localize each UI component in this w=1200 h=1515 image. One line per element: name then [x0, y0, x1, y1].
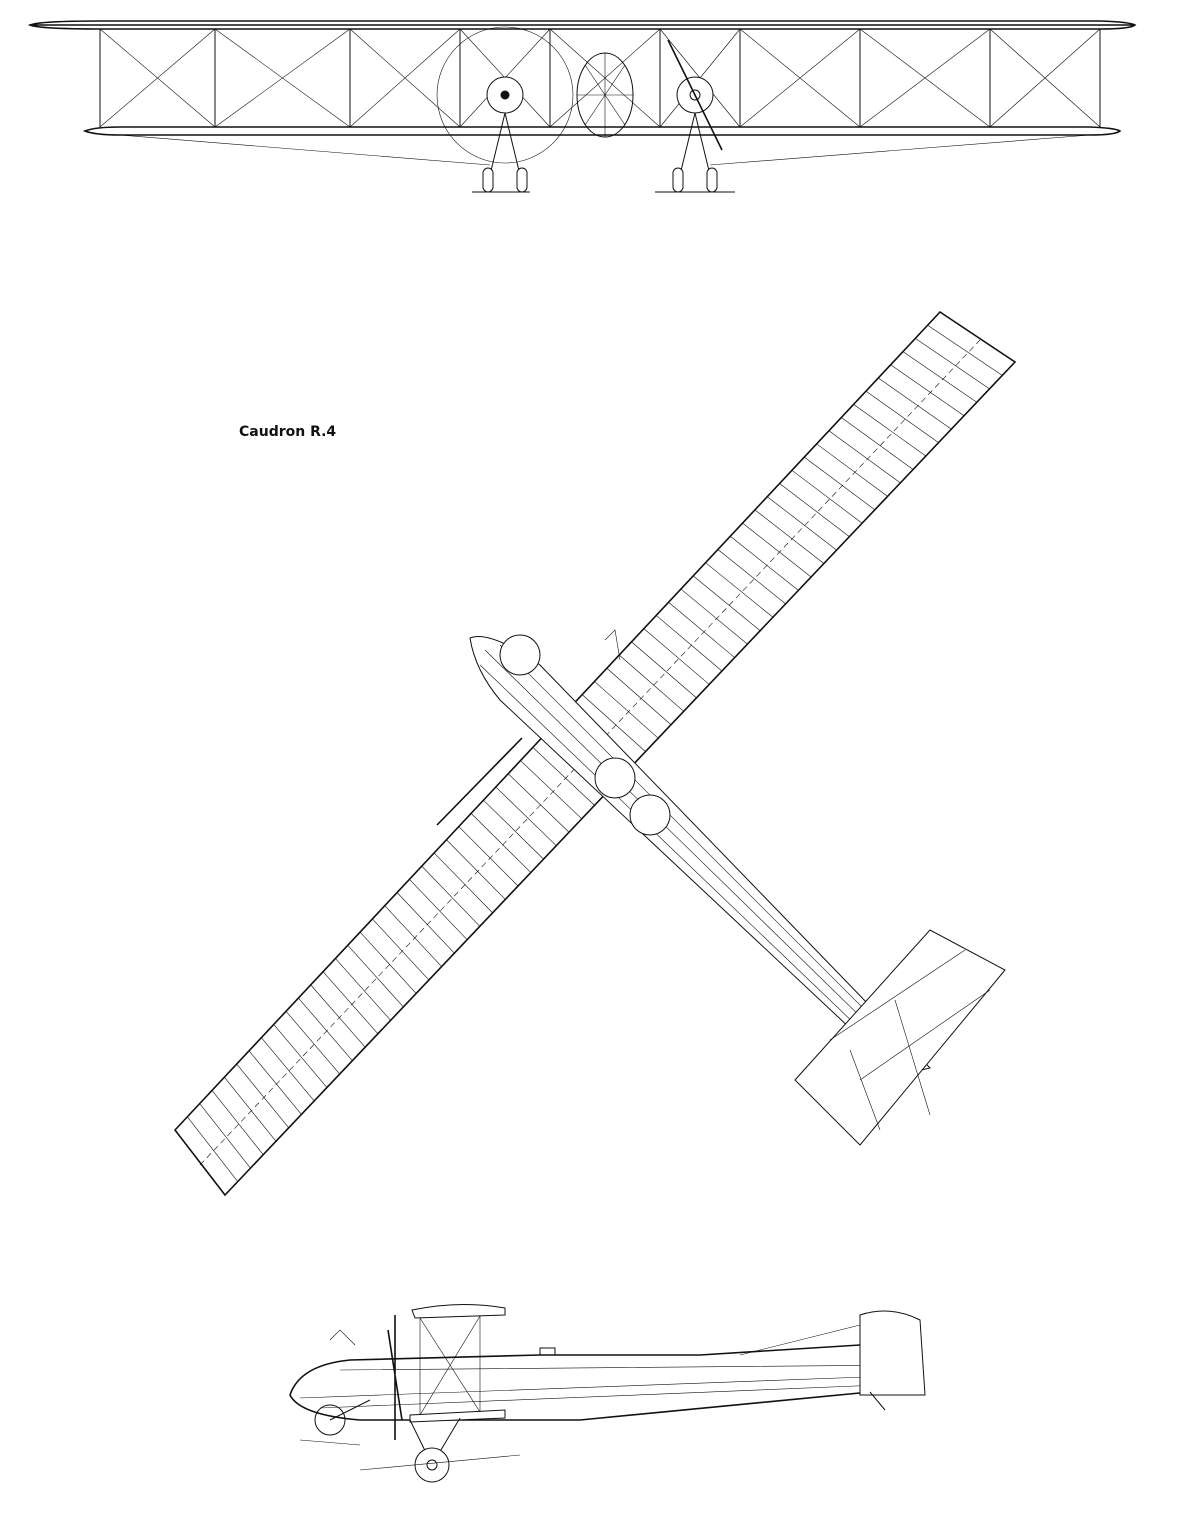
main-wheel [414, 1447, 450, 1483]
fuselage-side [289, 1344, 921, 1421]
wing-rib [384, 905, 442, 967]
wing-rib [742, 522, 812, 578]
wing-rib [310, 984, 366, 1048]
plan-view [173, 310, 1017, 1197]
wing-rib [804, 456, 876, 511]
lower-wing-side [409, 1409, 506, 1423]
wing-rib [643, 628, 710, 685]
drawing-title: Caudron R.4 [239, 424, 337, 440]
wing-rib [828, 430, 901, 484]
wing-rib [322, 971, 379, 1034]
wheel [706, 167, 718, 193]
wing-rib [495, 786, 557, 846]
wing-rib [372, 918, 430, 981]
wing-rib [396, 892, 455, 954]
tail-fin [859, 1310, 926, 1396]
wheel [482, 167, 494, 193]
wing-rib [470, 813, 532, 873]
wing-rib [594, 681, 659, 739]
bracing-wire [214, 28, 351, 128]
wing-rib [717, 549, 786, 605]
wing-rib [224, 1077, 277, 1142]
bracing-wire [739, 28, 861, 128]
wing-rib [865, 390, 939, 443]
wheel [672, 167, 684, 193]
bracing-wire [99, 28, 216, 128]
lower-wing-front [82, 126, 1122, 136]
wing-rib [507, 773, 570, 833]
wing-rib [890, 364, 965, 416]
wing-rib [680, 588, 748, 645]
wing-rib [656, 615, 723, 672]
upper-wing-front [27, 20, 1137, 30]
wing-rib [779, 483, 850, 537]
wing-rib [791, 470, 863, 524]
wing-rib [693, 575, 761, 631]
tailplane [794, 929, 1006, 1146]
rear-cockpit [629, 794, 671, 836]
wing-rib [878, 377, 952, 430]
propeller-disc [436, 26, 574, 164]
propeller-side [387, 1315, 403, 1440]
wing-rib [285, 1011, 340, 1075]
wing-rib [298, 997, 353, 1061]
wing-rib [532, 747, 595, 806]
front-view [27, 20, 1137, 193]
nose-wheel [314, 1404, 346, 1436]
upper-wing-side [411, 1303, 506, 1319]
wing-rib [409, 879, 468, 940]
wing-rib [347, 945, 404, 1008]
wing-rib [187, 1116, 238, 1182]
wing-rib [915, 338, 990, 390]
propeller-left [436, 737, 523, 826]
wing-rib [359, 931, 417, 994]
wing-rib [581, 694, 646, 752]
wing-rib [458, 826, 519, 887]
wing-rib [730, 536, 799, 591]
wing-rib [754, 509, 825, 564]
wing-rib [841, 417, 914, 470]
wing-rib [273, 1024, 328, 1088]
wing-rib [668, 602, 735, 658]
wing-rib [236, 1063, 289, 1129]
front-cockpit [499, 634, 541, 676]
wing-rib [606, 668, 672, 725]
wing-rib [446, 839, 506, 900]
bracing-wire [349, 28, 461, 128]
side-view [289, 1303, 926, 1483]
bracing-wire [989, 28, 1101, 128]
wing-rib [816, 443, 888, 497]
wing-rib [853, 404, 926, 457]
interplane-struts [99, 28, 1101, 128]
wing-rib [520, 760, 582, 820]
propeller-blade [667, 39, 723, 151]
wing-rib [248, 1050, 302, 1115]
wing-rib [618, 654, 684, 712]
wing-rib [421, 865, 481, 927]
wing-rib [261, 1037, 315, 1102]
wing-rib [767, 496, 837, 551]
bracing-wire [859, 28, 991, 128]
wing-rib [199, 1103, 251, 1169]
wing-rib [483, 799, 544, 860]
wing-rib [631, 641, 697, 699]
wing-rib [705, 562, 774, 618]
wing-rib [335, 958, 391, 1021]
wing-rib [927, 324, 1003, 376]
wing-rib [902, 351, 977, 403]
wheel [516, 167, 528, 193]
wing-rib [433, 852, 493, 914]
mid-cockpit [594, 757, 636, 799]
wing-rib [211, 1090, 264, 1155]
